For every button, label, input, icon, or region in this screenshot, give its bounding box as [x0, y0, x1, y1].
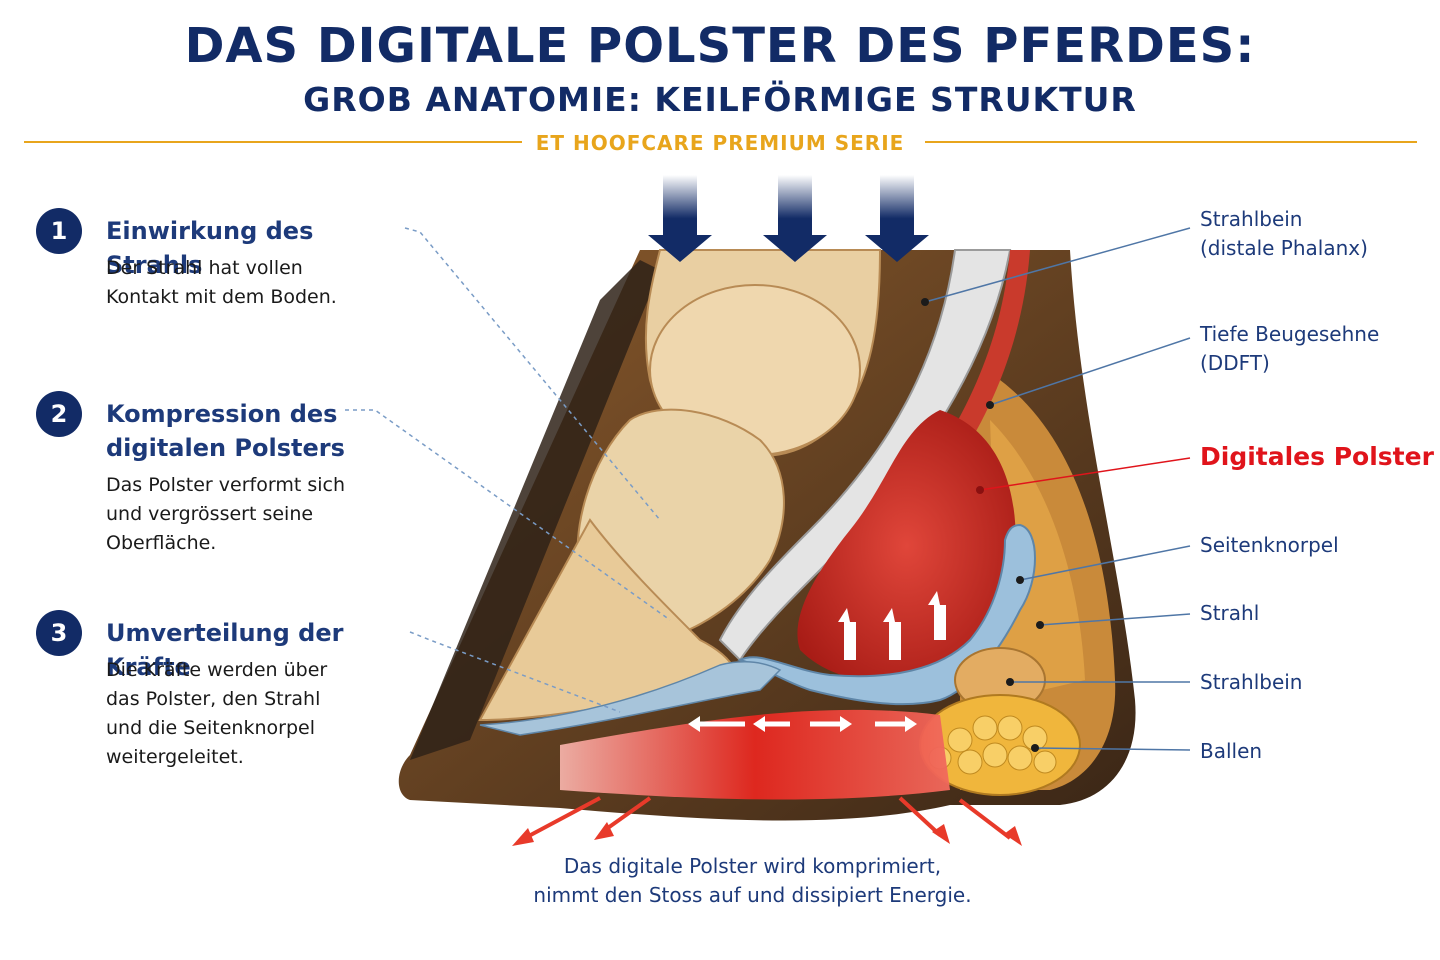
- leader-dots: [921, 298, 1044, 752]
- label-seitenknorpel: Seitenknorpel: [1200, 533, 1339, 557]
- step-3: 3 Umverteilung der Kräfte Die Kräfte wer…: [36, 610, 376, 780]
- cushion-expansion-arrows: [838, 591, 946, 660]
- energy-dissipation-arrows: [512, 796, 1022, 846]
- left-leader-lines: [345, 227, 671, 713]
- divider-left: [24, 141, 524, 143]
- page-subtitle: GROB ANATOMIE: KEILFÖRMIGE STRUKTUR: [303, 80, 1137, 119]
- lateral-cartilage: [737, 523, 1036, 706]
- step-text: Der Strahl hat vollen Kontakt mit dem Bo…: [106, 257, 337, 308]
- hoof-wall-outer: [410, 260, 660, 760]
- tendon-sheath: [845, 250, 1030, 580]
- step-2: 2 Kompression des digitalen Polsters Das…: [36, 391, 376, 571]
- step-number: 1: [36, 208, 82, 254]
- load-arrows: [648, 175, 929, 262]
- bottom-caption: Das digitale Polster wird komprimiert, n…: [533, 854, 972, 907]
- series-label: ET HOOFCARE PREMIUM SERIE: [0, 131, 1440, 155]
- heel-inner: [990, 420, 1085, 700]
- label-strahl: Strahl: [1200, 601, 1260, 625]
- digital-cushion: [797, 410, 1016, 682]
- step-number: 3: [36, 610, 82, 656]
- coffin-bone: [478, 518, 737, 722]
- label-strahlbein-distal: Strahlbein(distale Phalanx): [1200, 207, 1368, 260]
- sole-corium-line: [479, 660, 782, 736]
- label-tiefe-beugesehne: Tiefe Beugesehne(DDFT): [1200, 322, 1380, 375]
- step-title: Umverteilung der Kräfte: [106, 619, 344, 681]
- sole-layer: [560, 709, 950, 800]
- step-text: Die Kräfte werden über das Polster, den …: [106, 659, 328, 768]
- label-strahlbein: Strahlbein: [1200, 670, 1303, 694]
- step-number: 2: [36, 391, 82, 437]
- label-ballen: Ballen: [1200, 739, 1263, 763]
- sole-spreading-arrows: [688, 716, 917, 732]
- step-text: Das Polster verformt sich und vergrösser…: [106, 474, 345, 554]
- bulb-fat-lobules: [928, 715, 1057, 775]
- step-1: 1 Einwirkung des Strahls Der Strahl hat …: [36, 208, 376, 358]
- right-leader-lines: [924, 227, 1191, 751]
- page-title: DAS DIGITALE POLSTER DES PFERDES:: [184, 18, 1256, 74]
- label-digitales-polster: Digitales Polster: [1200, 442, 1434, 471]
- step-title: Kompression des digitalen Polsters: [106, 400, 345, 462]
- step-title: Einwirkung des Strahls: [106, 217, 314, 279]
- divider-right: [925, 141, 1417, 143]
